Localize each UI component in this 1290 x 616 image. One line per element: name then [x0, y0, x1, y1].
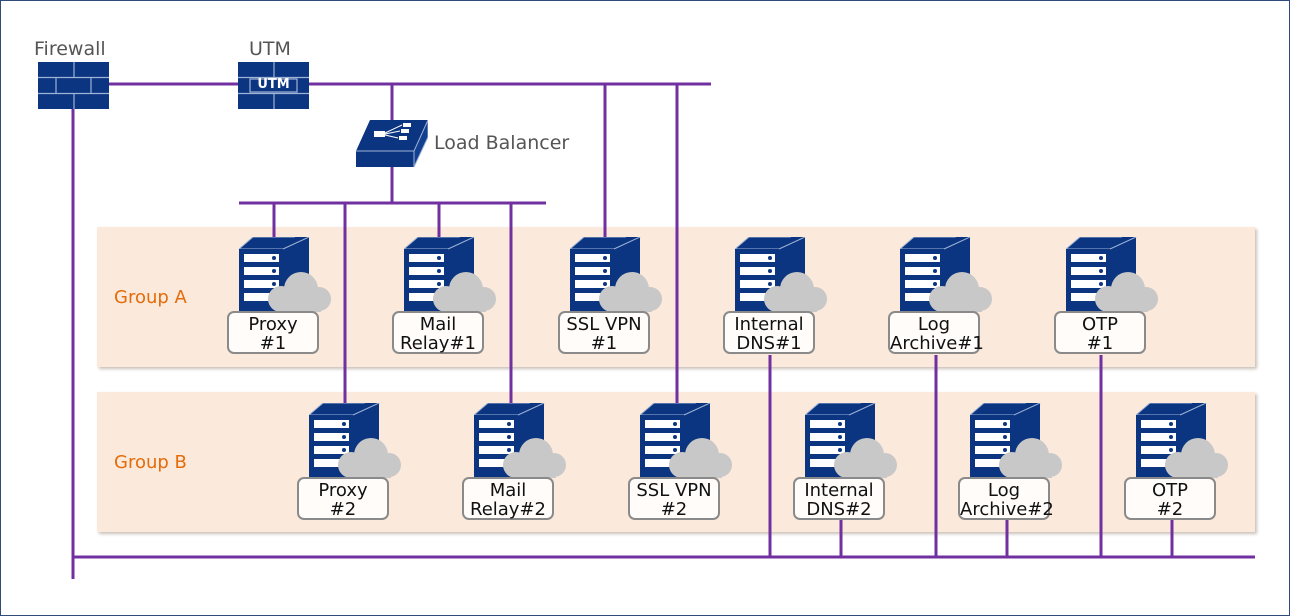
server-id: DNS#2	[806, 499, 872, 520]
group-b-label: Group B	[114, 452, 187, 473]
server-label: Log Archive#1	[888, 311, 984, 354]
utm-badge: UTM	[257, 77, 290, 92]
server-id: #2	[660, 499, 688, 520]
server-name: SSL VPN	[566, 314, 642, 335]
server-label: Mail Relay#2	[462, 477, 554, 520]
server-id: #1	[590, 333, 618, 354]
firewall-icon	[38, 62, 109, 109]
cloud-icon	[929, 272, 992, 312]
firewall-label: Firewall	[34, 38, 106, 60]
cloud-icon	[1165, 438, 1228, 478]
server-node[interactable]: Proxy #1	[227, 237, 339, 362]
cloud-icon	[338, 438, 401, 478]
server-label: Log Archive#2	[958, 477, 1054, 520]
server-id: #2	[329, 499, 357, 520]
server-id: DNS#1	[736, 333, 802, 354]
server-node[interactable]: Proxy #2	[297, 403, 409, 528]
server-id: #2	[1156, 499, 1184, 520]
cloud-icon	[1095, 272, 1158, 312]
server-node[interactable]: Log Archive#1	[888, 237, 1000, 362]
server-node[interactable]: Mail Relay#1	[392, 237, 504, 362]
server-name: Log	[917, 314, 951, 335]
utm-label: UTM	[249, 38, 291, 60]
server-id: Archive#2	[960, 499, 1054, 520]
server-name: OTP	[1151, 480, 1189, 501]
server-id: Relay#2	[470, 499, 546, 520]
group-a-label: Group A	[114, 287, 187, 308]
server-name: OTP	[1081, 314, 1119, 335]
server-name: Internal	[804, 480, 874, 501]
server-label: OTP #2	[1124, 477, 1216, 520]
cloud-icon	[433, 272, 496, 312]
cloud-icon	[503, 438, 566, 478]
server-name: Mail	[419, 314, 457, 335]
server-id: Relay#1	[400, 333, 476, 354]
load-balancer-icon	[356, 119, 428, 168]
server-label: SSL VPN #1	[558, 311, 650, 354]
cloud-icon	[999, 438, 1062, 478]
server-id: Archive#1	[890, 333, 984, 354]
server-node[interactable]: Internal DNS#1	[723, 237, 835, 362]
server-node[interactable]: SSL VPN #1	[558, 237, 670, 362]
server-label: Mail Relay#1	[392, 311, 484, 354]
server-label: Proxy #2	[297, 477, 389, 520]
server-label: SSL VPN #2	[628, 477, 720, 520]
server-id: #1	[259, 333, 287, 354]
cloud-icon	[764, 272, 827, 312]
cloud-icon	[669, 438, 732, 478]
server-node[interactable]: OTP #2	[1124, 403, 1236, 528]
server-label: Internal DNS#1	[723, 311, 815, 354]
server-label: OTP #1	[1054, 311, 1146, 354]
cloud-icon	[268, 272, 331, 312]
load-balancer-label: Load Balancer	[434, 132, 570, 154]
server-node[interactable]: Log Archive#2	[958, 403, 1070, 528]
cloud-icon	[599, 272, 662, 312]
server-name: SSL VPN	[636, 480, 712, 501]
cloud-icon	[834, 438, 897, 478]
server-name: Proxy	[248, 314, 298, 335]
server-id: #1	[1086, 333, 1114, 354]
server-name: Log	[987, 480, 1021, 501]
server-node[interactable]: Internal DNS#2	[793, 403, 905, 528]
server-name: Mail	[489, 480, 527, 501]
server-name: Internal	[734, 314, 804, 335]
utm-icon: UTM	[238, 62, 309, 109]
server-icon	[570, 237, 641, 311]
server-node[interactable]: OTP #1	[1054, 237, 1166, 362]
server-label: Internal DNS#2	[793, 477, 885, 520]
server-label: Proxy #1	[227, 311, 319, 354]
server-name: Proxy	[318, 480, 368, 501]
server-node[interactable]: SSL VPN #2	[628, 403, 740, 528]
server-node[interactable]: Mail Relay#2	[462, 403, 574, 528]
